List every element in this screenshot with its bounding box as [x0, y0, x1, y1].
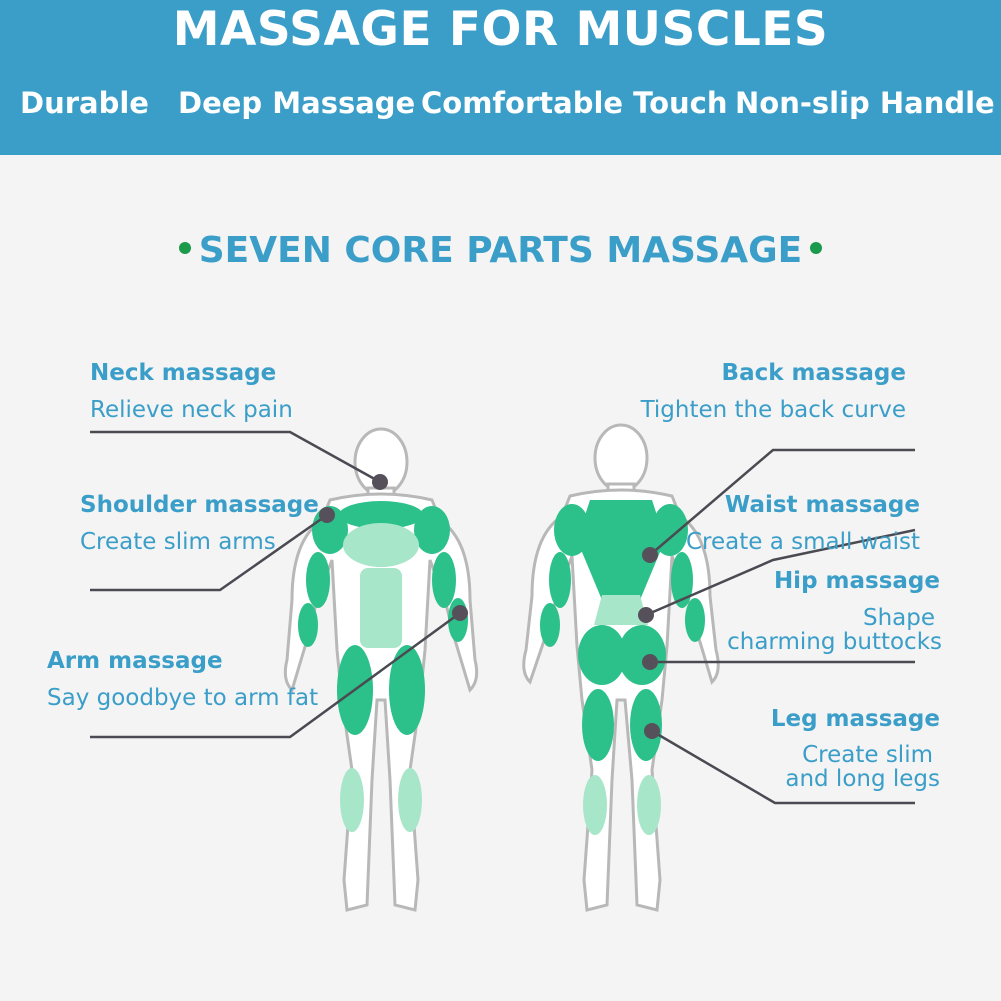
- shoulder-massage-title: Shoulder massage: [80, 492, 319, 518]
- back-massage-title: Back massage: [721, 360, 906, 386]
- header-banner: MASSAGE FOR MUSCLES Durable Deep Massage…: [0, 0, 1001, 155]
- leader-lines: [90, 430, 916, 805]
- leader-line-back: [649, 448, 915, 556]
- bullet-dot-left: [178, 242, 191, 254]
- bullet-dot-right: [810, 242, 823, 254]
- marker-waist: [638, 607, 654, 623]
- section-title-text: SEVEN CORE PARTS MASSAGE: [198, 230, 803, 271]
- marker-shoulder: [319, 507, 335, 523]
- waist-massage-desc: Create a small waist: [685, 529, 920, 555]
- marker-hip: [642, 654, 658, 670]
- shoulder-massage-desc: Create slim arms: [80, 529, 276, 555]
- leader-line-waist: [645, 528, 916, 617]
- leader-line-leg: [651, 729, 915, 805]
- page-title: MASSAGE FOR MUSCLES: [172, 2, 829, 57]
- leg-massage-desc-line2: and long legs: [785, 766, 940, 792]
- marker-leg: [644, 723, 660, 739]
- section-heading: SEVEN CORE PARTS MASSAGE: [0, 230, 1001, 271]
- arm-massage-desc: Say goodbye to arm fat: [47, 685, 319, 711]
- waist-massage-title: Waist massage: [724, 492, 920, 518]
- arm-massage-title: Arm massage: [47, 648, 223, 674]
- leg-massage-desc-line1: Create slim: [802, 742, 933, 768]
- feature-non-slip-handle: Non-slip Handle: [735, 86, 995, 120]
- feature-comfortable-touch: Comfortable Touch: [421, 86, 728, 120]
- back-massage-desc: Tighten the back curve: [640, 397, 906, 423]
- neck-massage-desc: Relieve neck pain: [90, 397, 293, 423]
- leader-line-arm: [90, 611, 461, 739]
- leg-massage-title: Leg massage: [770, 706, 940, 732]
- leader-line-neck: [90, 430, 381, 484]
- marker-neck: [372, 474, 388, 490]
- hip-massage-desc-line2: charming buttocks: [727, 629, 942, 655]
- feature-durable: Durable: [20, 86, 149, 120]
- marker-arm: [452, 605, 468, 621]
- massage-point-markers: [319, 474, 660, 739]
- hip-massage-desc-line1: Shape: [862, 605, 935, 631]
- hip-massage-title: Hip massage: [773, 568, 940, 594]
- back-muscles: [540, 500, 705, 835]
- neck-massage-title: Neck massage: [90, 360, 277, 386]
- leader-line-shoulder: [90, 513, 328, 592]
- feature-deep-massage: Deep Massage: [178, 86, 416, 120]
- marker-back: [642, 547, 658, 563]
